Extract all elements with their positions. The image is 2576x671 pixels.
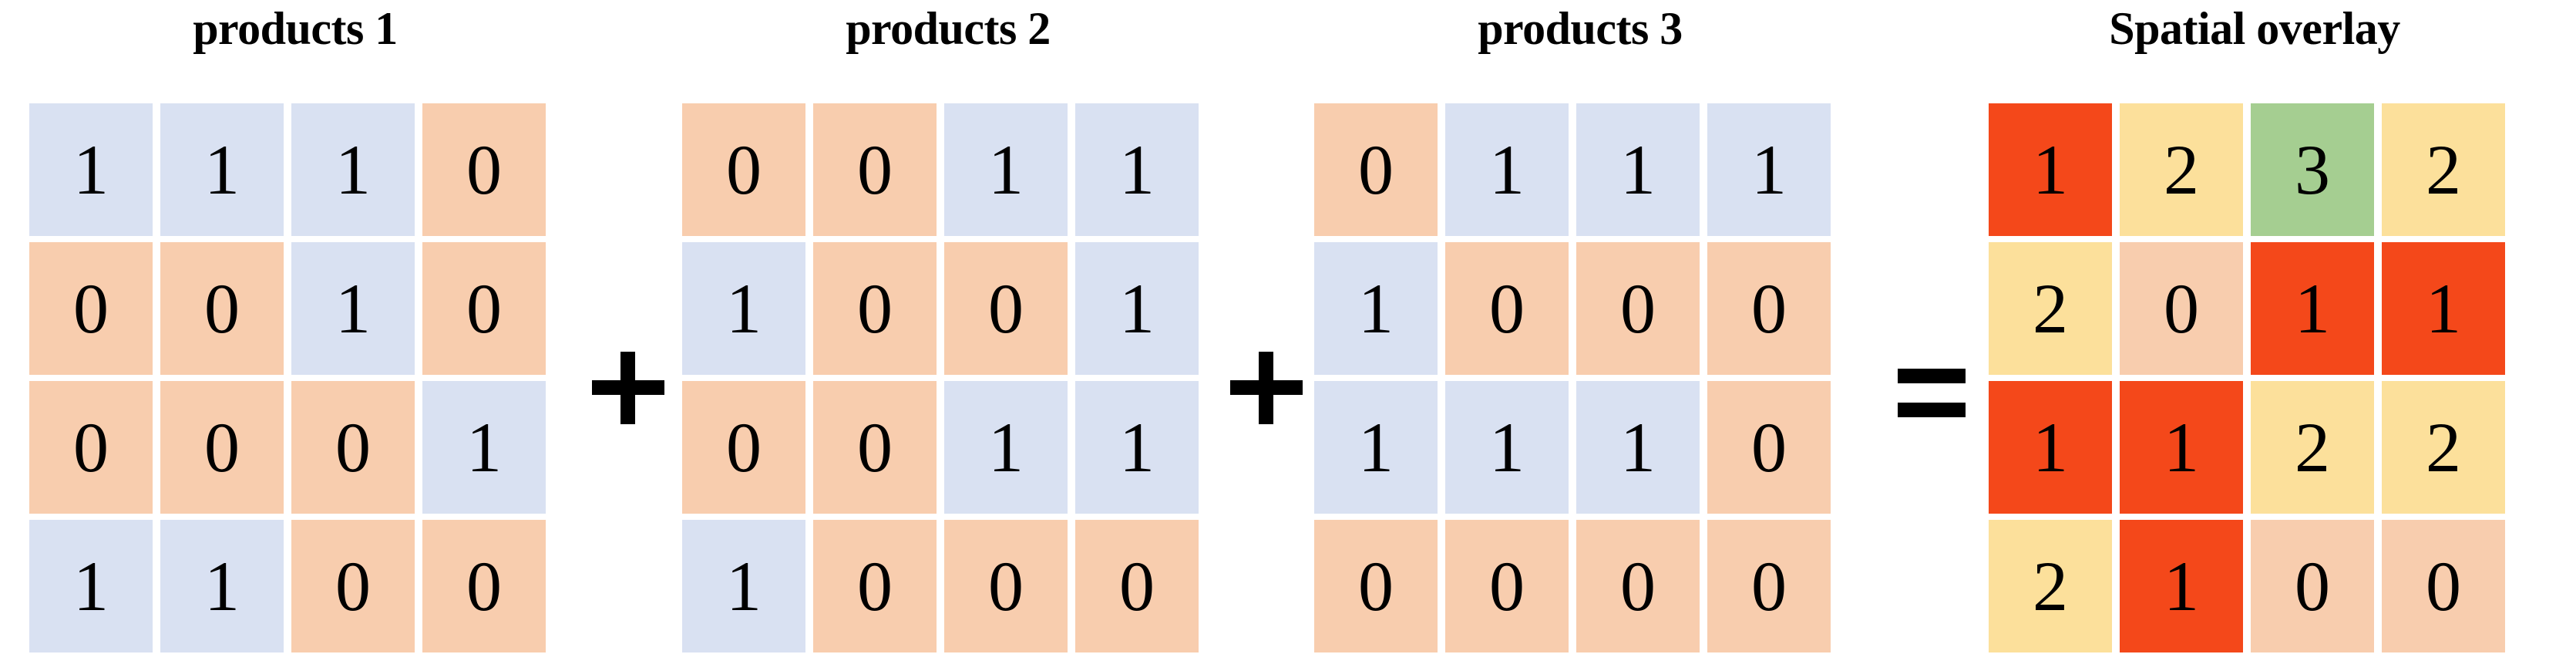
matrix-cell: 1 bbox=[291, 103, 415, 236]
overlay-cell: 0 bbox=[2251, 520, 2374, 652]
matrix-grid-products-2: 0 0 1 1 1 0 0 1 0 0 1 1 1 0 0 0 bbox=[682, 103, 1214, 652]
matrix-cell: 1 bbox=[1314, 381, 1438, 514]
matrix-cell: 0 bbox=[813, 103, 937, 236]
overlay-cell: 1 bbox=[2120, 381, 2243, 514]
matrix-cell: 0 bbox=[682, 103, 805, 236]
matrix-cell: 0 bbox=[422, 242, 546, 375]
matrix-cell: 0 bbox=[944, 520, 1068, 652]
matrix-cell: 1 bbox=[1075, 381, 1199, 514]
matrix-grid-products-3: 0 1 1 1 1 0 0 0 1 1 1 0 0 0 0 0 bbox=[1314, 103, 1846, 652]
panel-title-products-2: products 2 bbox=[846, 3, 1051, 54]
matrix-cell: 1 bbox=[682, 520, 805, 652]
matrix-cell: 1 bbox=[1707, 103, 1831, 236]
matrix-cell: 1 bbox=[160, 520, 284, 652]
equals-operator-icon bbox=[1890, 344, 1975, 429]
matrix-cell: 0 bbox=[813, 242, 937, 375]
matrix-cell: 1 bbox=[682, 242, 805, 375]
matrix-cell: 0 bbox=[291, 520, 415, 652]
matrix-cell: 0 bbox=[422, 520, 546, 652]
matrix-cell: 0 bbox=[1314, 103, 1438, 236]
overlay-cell: 1 bbox=[2382, 242, 2505, 375]
matrix-cell: 0 bbox=[682, 381, 805, 514]
matrix-cell: 0 bbox=[1576, 520, 1700, 652]
matrix-cell: 1 bbox=[1314, 242, 1438, 375]
overlay-cell: 1 bbox=[2251, 242, 2374, 375]
matrix-cell: 1 bbox=[160, 103, 284, 236]
overlay-cell: 1 bbox=[2120, 520, 2243, 652]
matrix-cell: 1 bbox=[291, 242, 415, 375]
overlay-cell: 3 bbox=[2251, 103, 2374, 236]
matrix-panel-products-1: products 1 1 1 1 0 0 0 1 0 0 0 0 1 1 1 0… bbox=[29, 0, 561, 671]
panel-title-spatial-overlay: Spatial overlay bbox=[2109, 3, 2400, 54]
overlay-cell: 1 bbox=[1989, 103, 2112, 236]
matrix-cell: 1 bbox=[29, 103, 153, 236]
matrix-cell: 1 bbox=[944, 103, 1068, 236]
matrix-cell: 0 bbox=[813, 520, 937, 652]
matrix-cell: 0 bbox=[160, 381, 284, 514]
overlay-cell: 0 bbox=[2382, 520, 2505, 652]
overlay-cell: 2 bbox=[2382, 381, 2505, 514]
matrix-grid-products-1: 1 1 1 0 0 0 1 0 0 0 0 1 1 1 0 0 bbox=[29, 103, 561, 652]
matrix-cell: 1 bbox=[1576, 381, 1700, 514]
matrix-cell: 0 bbox=[160, 242, 284, 375]
matrix-cell: 1 bbox=[422, 381, 546, 514]
matrix-cell: 0 bbox=[1445, 520, 1569, 652]
matrix-cell: 1 bbox=[1075, 103, 1199, 236]
overlay-cell: 2 bbox=[1989, 520, 2112, 652]
matrix-panel-products-2: products 2 0 0 1 1 1 0 0 1 0 0 1 1 1 0 0… bbox=[682, 0, 1214, 671]
matrix-cell: 1 bbox=[1445, 103, 1569, 236]
matrix-cell: 0 bbox=[291, 381, 415, 514]
matrix-cell: 0 bbox=[944, 242, 1068, 375]
panel-title-products-1: products 1 bbox=[193, 3, 398, 54]
matrix-cell: 0 bbox=[422, 103, 546, 236]
matrix-cell: 0 bbox=[813, 381, 937, 514]
matrix-cell: 0 bbox=[1707, 381, 1831, 514]
matrix-cell: 0 bbox=[29, 242, 153, 375]
matrix-cell: 0 bbox=[1075, 520, 1199, 652]
plus-operator-icon bbox=[586, 344, 671, 429]
overlay-cell: 1 bbox=[1989, 381, 2112, 514]
plus-operator-icon bbox=[1224, 344, 1309, 429]
matrix-cell: 1 bbox=[29, 520, 153, 652]
panel-title-products-3: products 3 bbox=[1478, 3, 1683, 54]
matrix-cell: 0 bbox=[1707, 242, 1831, 375]
matrix-cell: 1 bbox=[1075, 242, 1199, 375]
matrix-cell: 0 bbox=[1314, 520, 1438, 652]
matrix-panel-products-3: products 3 0 1 1 1 1 0 0 0 1 1 1 0 0 0 0… bbox=[1314, 0, 1846, 671]
overlay-cell: 2 bbox=[1989, 242, 2112, 375]
matrix-cell: 0 bbox=[29, 381, 153, 514]
matrix-cell: 1 bbox=[944, 381, 1068, 514]
overlay-cell: 2 bbox=[2120, 103, 2243, 236]
matrix-cell: 1 bbox=[1576, 103, 1700, 236]
matrix-grid-spatial-overlay: 1 2 3 2 2 0 1 1 1 1 2 2 2 1 0 0 bbox=[1989, 103, 2521, 652]
matrix-cell: 0 bbox=[1707, 520, 1831, 652]
matrix-cell: 0 bbox=[1445, 242, 1569, 375]
overlay-cell: 0 bbox=[2120, 242, 2243, 375]
matrix-cell: 0 bbox=[1576, 242, 1700, 375]
matrix-cell: 1 bbox=[1445, 381, 1569, 514]
overlay-cell: 2 bbox=[2382, 103, 2505, 236]
overlay-cell: 2 bbox=[2251, 381, 2374, 514]
matrix-panel-spatial-overlay: Spatial overlay 1 2 3 2 2 0 1 1 1 1 2 2 … bbox=[1989, 0, 2521, 671]
